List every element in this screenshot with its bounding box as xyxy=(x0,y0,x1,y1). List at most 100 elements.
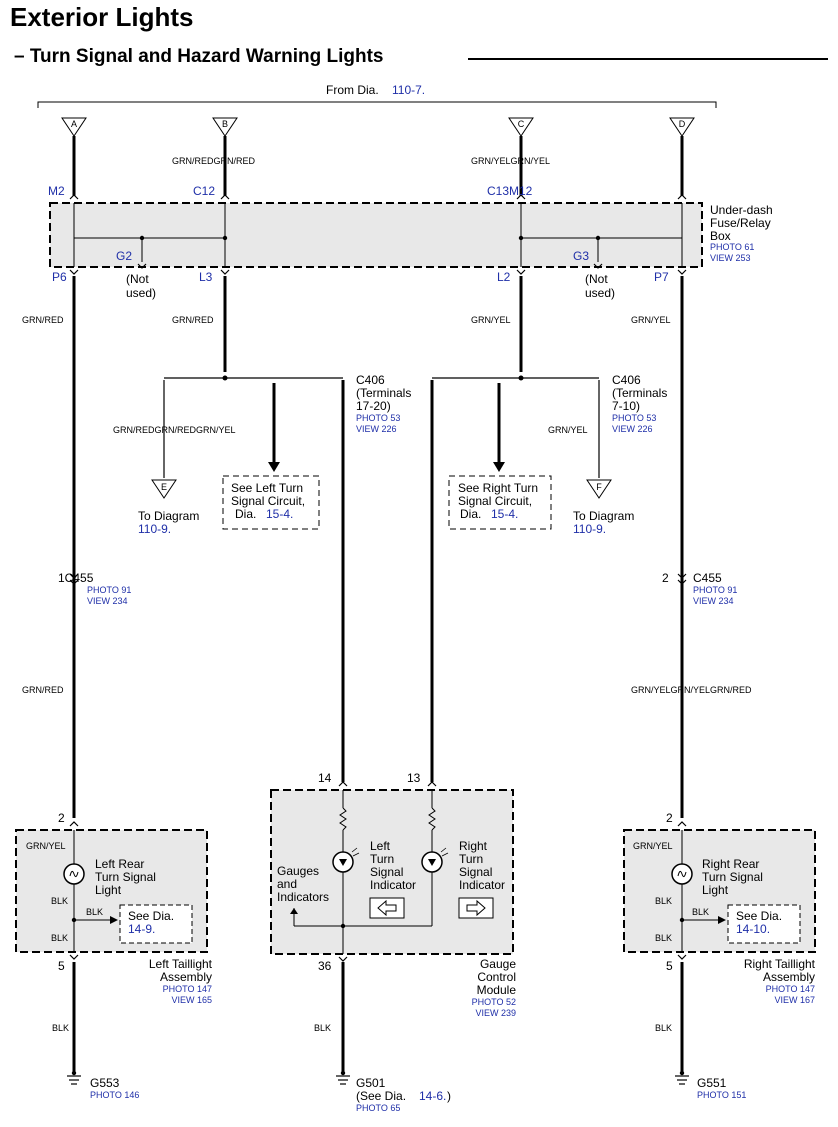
from-dia-label: From Dia. xyxy=(326,83,379,97)
c455-right-pin: 2 xyxy=(662,571,669,585)
connector-c: C xyxy=(508,117,534,137)
wire-label-c-mid: GRN/YEL xyxy=(471,315,511,325)
c406-right-view[interactable]: VIEW 226 xyxy=(612,424,653,434)
right-rear-lamp-line2: Turn Signal xyxy=(702,870,763,884)
not-used-g2-line1: (Not xyxy=(126,272,149,286)
right-taillight-pin-bottom: 5 xyxy=(666,959,673,973)
right-taillight-photo[interactable]: PHOTO 147 xyxy=(766,984,815,994)
box-pin-marks xyxy=(69,194,687,275)
wire-label-blk-left: BLK xyxy=(52,1023,69,1033)
c406-left-view[interactable]: VIEW 226 xyxy=(356,424,397,434)
fuse-box-view[interactable]: VIEW 253 xyxy=(710,253,751,263)
from-bracket xyxy=(37,101,717,108)
wire-label-left-branch: GRN/REDGRN/REDGRN/YEL xyxy=(113,425,236,435)
right-indicator-line1: Right xyxy=(459,839,488,853)
c455-right-name: C455 xyxy=(693,571,722,585)
c455-right-view[interactable]: VIEW 234 xyxy=(693,596,734,606)
gauge-pin-36: 36 xyxy=(318,959,332,973)
left-taillight-wire-2: BLK xyxy=(86,907,103,917)
left-rear-bulb-icon xyxy=(63,863,85,885)
gauge-pin-14: 14 xyxy=(318,771,332,785)
see-right-line1: See Right Turn xyxy=(458,481,538,495)
c455-right-photo[interactable]: PHOTO 91 xyxy=(693,585,737,595)
left-taillight-wire-3: BLK xyxy=(51,933,68,943)
to-diagram-e-text: To Diagram xyxy=(138,509,199,523)
gauge-module-name-2: Control xyxy=(477,970,516,984)
not-used-g3-line2: used) xyxy=(585,286,615,300)
left-taillight-pin-bottom: 5 xyxy=(58,959,65,973)
right-taillight-pin-marks xyxy=(677,821,687,960)
right-indicator-lamp-icon xyxy=(421,847,449,873)
right-see-dia-prefix: See Dia. xyxy=(736,909,782,923)
page-title: Exterior Lights xyxy=(10,2,194,32)
wire-label-blk-center: BLK xyxy=(314,1023,331,1033)
fuse-box-photo[interactable]: PHOTO 61 xyxy=(710,242,754,252)
wire-label-right-lower: GRN/YELGRN/YELGRN/RED xyxy=(631,685,752,695)
to-diagram-f-link[interactable]: 110-9. xyxy=(573,522,606,536)
connector-f: F xyxy=(586,479,612,499)
c455-left-photo[interactable]: PHOTO 91 xyxy=(87,585,131,595)
fuse-box-name-3: Box xyxy=(710,229,731,243)
gauge-module-photo[interactable]: PHOTO 52 xyxy=(472,997,516,1007)
see-left-line1: See Left Turn xyxy=(231,481,303,495)
wire-label-b-top: GRN/REDGRN/RED xyxy=(172,156,256,166)
connector-d-label: D xyxy=(679,119,686,129)
right-taillight-pin-top: 2 xyxy=(666,811,673,825)
left-see-dia-box xyxy=(119,904,193,944)
ground-g551-name: G551 xyxy=(697,1076,727,1090)
connector-c-label: C xyxy=(518,119,525,129)
wire-label-c-top: GRN/YELGRN/YEL xyxy=(471,156,550,166)
c455-left-label: 1C455 xyxy=(58,571,94,585)
gauges-indicators-line1: Gauges xyxy=(277,864,319,878)
connector-d: D xyxy=(669,117,695,137)
left-see-dia-link[interactable]: 14-9. xyxy=(128,922,155,936)
connector-e: E xyxy=(151,479,177,499)
gauge-module-name-3: Module xyxy=(477,983,517,997)
wire-label-blk-right: BLK xyxy=(655,1023,672,1033)
left-see-dia-prefix: See Dia. xyxy=(128,909,174,923)
gauges-indicators-line2: and xyxy=(277,877,297,891)
left-indicator-line1: Left xyxy=(370,839,391,853)
right-taillight-wire-1: BLK xyxy=(655,896,672,906)
splice-dots xyxy=(222,375,524,381)
ground-g501-icon xyxy=(336,1075,350,1085)
wire-label-b-mid: GRN/RED xyxy=(172,315,214,325)
see-right-line2: Signal Circuit, xyxy=(458,494,532,508)
right-see-dia-box xyxy=(727,904,801,944)
c406-right-line2: (Terminals xyxy=(612,386,667,400)
ground-g553-photo[interactable]: PHOTO 146 xyxy=(90,1090,139,1100)
from-dia-link[interactable]: 110-7. xyxy=(392,83,425,97)
gauges-indicators-line3: Indicators xyxy=(277,890,329,904)
right-see-dia-link[interactable]: 14-10. xyxy=(736,922,770,936)
ground-g501-see-link[interactable]: 14-6. xyxy=(419,1089,446,1103)
see-left-link[interactable]: 15-4. xyxy=(266,507,293,521)
gauge-pin-13: 13 xyxy=(407,771,421,785)
see-right-link[interactable]: 15-4. xyxy=(491,507,518,521)
pin-p6: P6 xyxy=(52,270,67,284)
gauge-module-view[interactable]: VIEW 239 xyxy=(475,1008,516,1018)
not-used-g3-line1: (Not xyxy=(585,272,608,286)
left-branch-arrow xyxy=(268,462,280,472)
right-rear-lamp-line1: Right Rear xyxy=(702,857,759,871)
c455-left-view[interactable]: VIEW 234 xyxy=(87,596,128,606)
c406-left-photo[interactable]: PHOTO 53 xyxy=(356,413,400,423)
pin-p7: P7 xyxy=(654,270,669,284)
left-taillight-view[interactable]: VIEW 165 xyxy=(171,995,212,1005)
left-indicator-lamp-icon xyxy=(332,847,360,873)
c406-right-photo[interactable]: PHOTO 53 xyxy=(612,413,656,423)
right-taillight-name-1: Right Taillight xyxy=(744,957,816,971)
ground-g501-photo[interactable]: PHOTO 65 xyxy=(356,1103,400,1113)
pin-l2: L2 xyxy=(497,270,511,284)
wire-label-right-main: GRN/YEL xyxy=(631,315,671,325)
left-taillight-wire-1: BLK xyxy=(51,896,68,906)
left-indicator-line2: Turn xyxy=(370,852,394,866)
not-used-g2-line2: used) xyxy=(126,286,156,300)
pin-c13m12: C13M12 xyxy=(487,184,533,198)
branch-wires xyxy=(163,377,600,478)
see-right-prefix: Dia. xyxy=(460,507,481,521)
to-diagram-e-link[interactable]: 110-9. xyxy=(138,522,171,536)
right-taillight-view[interactable]: VIEW 167 xyxy=(774,995,815,1005)
left-taillight-photo[interactable]: PHOTO 147 xyxy=(163,984,212,994)
see-left-prefix: Dia. xyxy=(235,507,256,521)
ground-g551-photo[interactable]: PHOTO 151 xyxy=(697,1090,746,1100)
